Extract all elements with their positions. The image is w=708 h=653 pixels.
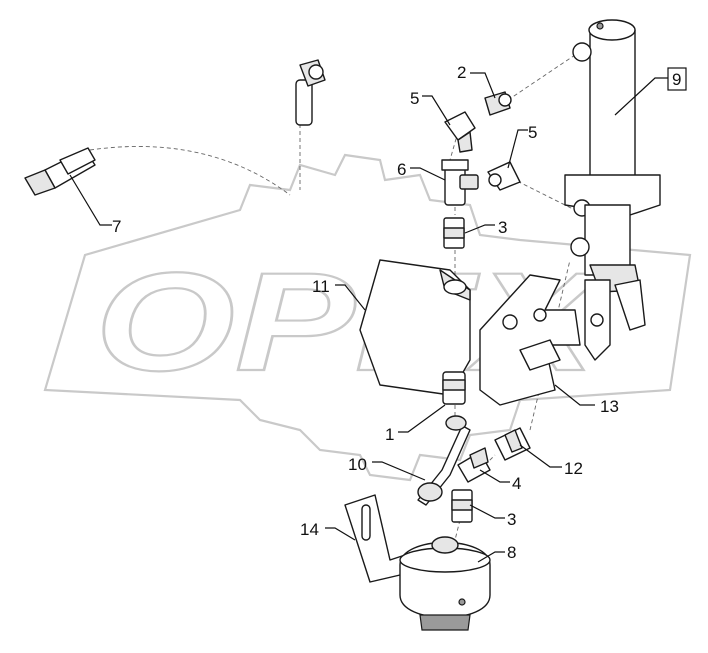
leader-11: [335, 284, 366, 311]
fitting-part-2[interactable]: [484, 91, 512, 116]
fitting-part-1[interactable]: [442, 371, 466, 405]
callout-12: 12: [564, 459, 583, 478]
leader-5b: [507, 129, 528, 169]
callout-3b: 3: [507, 510, 516, 529]
valve-block-part-11[interactable]: [359, 259, 471, 396]
leader-14: [325, 527, 356, 541]
callout-labels: 7 2 5 5 6 3 11 13 1 10 12 4 3 14 8 9: [112, 63, 687, 562]
callout-14: 14: [300, 520, 319, 539]
elbow-part-5-right[interactable]: [487, 161, 521, 191]
callout-9-box: [667, 67, 687, 91]
elbow-part-5-upper[interactable]: [444, 111, 476, 153]
hose-elbow-fitting[interactable]: [295, 59, 326, 126]
callout-5b: 5: [528, 123, 537, 142]
fitting-part-12[interactable]: [494, 427, 531, 461]
leader-13: [554, 384, 595, 406]
hose-part-7[interactable]: [24, 147, 96, 196]
leader-12: [519, 444, 562, 468]
leader-6: [410, 167, 446, 181]
leader-1: [398, 404, 446, 433]
leader-7: [69, 174, 112, 226]
callout-11: 11: [312, 277, 330, 296]
adapter-part-3-upper[interactable]: [443, 217, 465, 249]
callout-3a: 3: [498, 218, 507, 237]
leader-8: [477, 551, 505, 563]
callout-1: 1: [385, 425, 394, 444]
leader-10: [372, 461, 426, 481]
bracket-part-14[interactable]: [344, 494, 406, 583]
callout-10: 10: [348, 455, 367, 474]
callout-8: 8: [507, 543, 516, 562]
leader-3a: [464, 224, 495, 234]
tee-part-6[interactable]: [441, 159, 479, 206]
leader-5a: [422, 95, 451, 126]
accumulator-part-8[interactable]: [399, 536, 491, 631]
callout-13: 13: [600, 397, 619, 416]
leader-2: [470, 72, 496, 99]
leader-9: [614, 77, 668, 116]
callout-7: 7: [112, 217, 121, 236]
callout-2: 2: [457, 63, 466, 82]
cylinder-clevis[interactable]: [584, 279, 646, 361]
leader-lines: [69, 72, 668, 563]
tube-part-10[interactable]: [417, 415, 471, 506]
leader-3b: [469, 504, 505, 519]
callout-5a: 5: [410, 89, 419, 108]
cylinder-part-9[interactable]: [564, 19, 661, 293]
bracket-part-13[interactable]: [479, 274, 581, 406]
callout-4: 4: [512, 474, 521, 493]
callout-6: 6: [397, 160, 406, 179]
adapter-part-3-lower[interactable]: [451, 489, 473, 523]
callout-9: 9: [672, 70, 681, 89]
tee-part-4[interactable]: [457, 447, 491, 483]
leader-4: [479, 469, 510, 483]
